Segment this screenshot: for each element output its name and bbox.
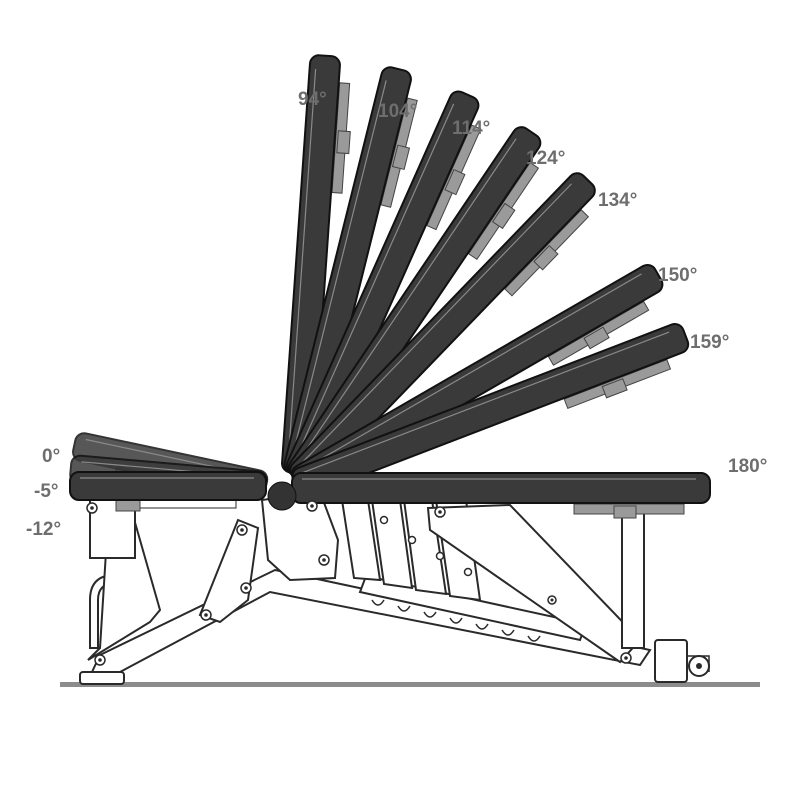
- pad-edge: [297, 183, 572, 468]
- back-angle-label: 124°: [526, 148, 565, 169]
- back-pads: [281, 54, 711, 519]
- pad-tab: [336, 130, 351, 155]
- pad-edge: [301, 331, 670, 474]
- floor-line: [60, 682, 760, 687]
- back-pad-134: [289, 172, 596, 489]
- front-post: [621, 507, 645, 649]
- seat-angle-labels: 0° -5° -12°: [26, 446, 61, 540]
- back-angle-label: 159°: [690, 332, 729, 353]
- back-angle-label: 104°: [378, 101, 417, 122]
- back-pad-124: [287, 126, 542, 485]
- front-frame: [621, 507, 710, 683]
- bolt: [318, 554, 330, 566]
- seat-angle-label: -5°: [34, 481, 59, 502]
- pad-edge: [300, 273, 642, 472]
- seat-pads: [69, 432, 297, 512]
- seat-angle-label: 0°: [42, 446, 60, 467]
- pad-body: [291, 472, 711, 504]
- wheel-hub: [696, 663, 702, 669]
- bolt: [434, 506, 446, 518]
- bolt: [407, 535, 417, 545]
- hinge-cap: [267, 481, 297, 511]
- pad-tab: [601, 378, 628, 399]
- back-angle-label: 94°: [298, 89, 327, 110]
- back-pad-180: [291, 472, 711, 519]
- bolt: [463, 567, 473, 577]
- bolt: [200, 609, 212, 621]
- bolt: [435, 551, 445, 561]
- back-angle-label: 114°: [452, 118, 490, 139]
- front-foot: [654, 639, 688, 683]
- pad-tab: [444, 168, 466, 196]
- seat-angle-label: -12°: [26, 519, 61, 540]
- rear-foot: [79, 671, 125, 685]
- bolt: [547, 595, 557, 605]
- bolt: [94, 654, 106, 666]
- bolts: [86, 500, 632, 666]
- seat-body: [69, 471, 267, 501]
- back-support-arm: [426, 503, 642, 664]
- bolt: [379, 515, 389, 525]
- pad-tab: [491, 202, 516, 230]
- back-angle-label: 134°: [598, 190, 637, 211]
- bolt: [236, 524, 248, 536]
- pad-tab: [533, 244, 559, 271]
- bolt: [620, 652, 632, 664]
- pad-tab: [613, 505, 637, 519]
- bolt: [240, 582, 252, 594]
- ladder-notches: [371, 599, 541, 642]
- pad-edge: [287, 69, 317, 463]
- pad-tab: [583, 326, 610, 350]
- back-angle-label: 150°: [658, 265, 697, 286]
- pad-edge: [292, 103, 455, 465]
- back-angle-labels: 94° 104° 114° 124° 134° 150° 159° 180°: [298, 89, 767, 477]
- back-angle-label: 180°: [728, 456, 767, 477]
- pivot-assembly: [260, 490, 642, 664]
- pad-edge: [295, 138, 517, 466]
- seat-strut: [198, 518, 260, 624]
- pad-tab: [391, 144, 411, 171]
- bolt: [306, 500, 318, 512]
- pad-edge: [290, 80, 387, 463]
- seat-pad-0: [69, 471, 267, 512]
- back-pad-114: [285, 90, 482, 481]
- bolt: [86, 502, 98, 514]
